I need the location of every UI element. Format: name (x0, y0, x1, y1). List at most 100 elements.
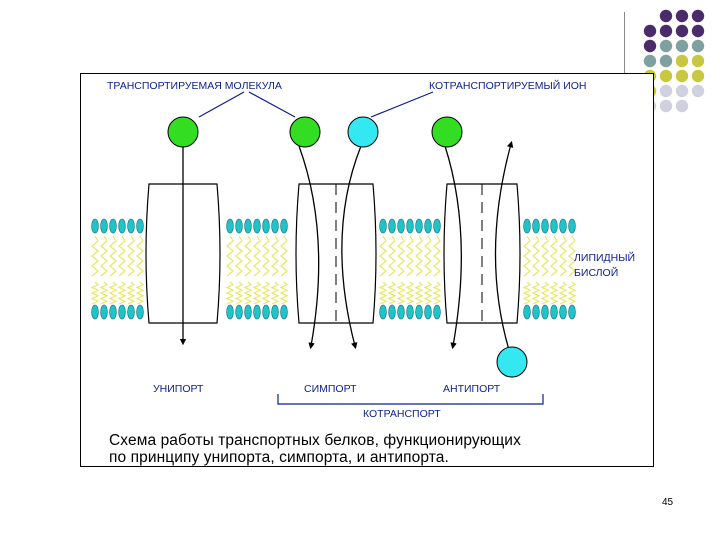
lipid-tail (226, 235, 234, 277)
lipid-head (262, 218, 270, 234)
decorative-dot (659, 9, 673, 23)
lipid-tail (109, 235, 117, 277)
lipid-head (388, 304, 396, 320)
page-number: 45 (662, 497, 674, 508)
lipid-head (559, 218, 567, 234)
lipid-head (91, 218, 99, 234)
decorative-dot (675, 99, 689, 113)
decorative-dot (675, 9, 689, 23)
lipid-tail (235, 235, 243, 277)
lipid-tail (406, 235, 414, 277)
label-cotransported-ion: КОТРАНСПОРТИРУЕМЫЙ ИОН (429, 79, 587, 92)
lipid-tail (523, 235, 531, 277)
lipid-head (433, 218, 441, 234)
pointer-line (248, 91, 296, 118)
decorative-dot (643, 39, 657, 53)
lipid-head (235, 218, 243, 234)
diagram-caption: Схема работы транспортных белков, функци… (109, 432, 649, 466)
lipid-tail (531, 281, 541, 305)
lipid-tail (414, 281, 424, 305)
lipid-head (532, 304, 540, 320)
lipid-tail (108, 281, 118, 305)
lipid-head (388, 218, 396, 234)
decorative-dot (675, 39, 689, 53)
lipid-tail (270, 281, 280, 305)
decorative-dot (691, 24, 705, 38)
decorative-dot (675, 24, 689, 38)
lipid-tail (100, 235, 108, 277)
label-lipid-2: БИСЛОЙ (574, 266, 618, 279)
lipid-head (424, 218, 432, 234)
decorative-dot (659, 69, 673, 83)
lipid-head (379, 304, 387, 320)
lipid-tail (378, 281, 388, 305)
decorative-dot (659, 54, 673, 68)
lipid-tail (405, 281, 415, 305)
lipid-tail (388, 235, 396, 277)
lipid-tail (279, 281, 289, 305)
decorative-dot (691, 39, 705, 53)
lipid-tail (90, 281, 100, 305)
lipid-tail (136, 235, 144, 277)
lipid-tail (261, 281, 271, 305)
symport-molecule (289, 116, 321, 148)
lipid-tail (118, 235, 126, 277)
lipid-head (568, 304, 576, 320)
lipid-tail (522, 281, 532, 305)
lipid-tail (567, 281, 577, 305)
lipid-head (550, 218, 558, 234)
decorative-dot (659, 84, 673, 98)
lipid-tail (262, 235, 270, 277)
lipid-tail (99, 281, 109, 305)
pointer-line (370, 91, 434, 118)
lipid-head (109, 304, 117, 320)
label-symport: СИМПОРТ (304, 383, 357, 395)
lipid-tail (244, 235, 252, 277)
lipid-tail (532, 235, 540, 277)
lipid-head (127, 218, 135, 234)
lipid-head (406, 304, 414, 320)
lipid-head (226, 304, 234, 320)
lipid-head (118, 304, 126, 320)
decorative-dot (659, 24, 673, 38)
label-lipid-1: ЛИПИДНЫЙ (574, 251, 635, 264)
lipid-tail (540, 281, 550, 305)
symport-ion (347, 116, 379, 148)
lipid-head (379, 218, 387, 234)
lipid-head (523, 304, 531, 320)
symport-protein (295, 183, 377, 324)
label-cotransport: КОТРАНСПОРТ (363, 408, 441, 420)
lipid-head (136, 218, 144, 234)
symport-molecule-arrow (298, 145, 320, 350)
lipid-tail (271, 235, 279, 277)
caption-line-2: по принципу унипорта, симпорта, и антипо… (109, 449, 449, 466)
lipid-head (550, 304, 558, 320)
lipid-head (271, 218, 279, 234)
lipid-tail (252, 281, 262, 305)
decorative-dot (691, 84, 705, 98)
diagram-canvas: ТРАНСПОРТИРУЕМАЯ МОЛЕКУЛА КОТРАНСПОРТИРУ… (90, 79, 635, 420)
lipid-head (559, 304, 567, 320)
label-transported-molecule: ТРАНСПОРТИРУЕМАЯ МОЛЕКУЛА (107, 80, 282, 92)
antiport-ion (496, 346, 528, 378)
lipid-head (280, 218, 288, 234)
lipid-head (523, 218, 531, 234)
lipid-tail (135, 281, 145, 305)
lipid-tail (397, 235, 405, 277)
caption-line-1: Схема работы транспортных белков, функци… (109, 432, 521, 449)
lipid-tail (396, 281, 406, 305)
lipid-head (280, 304, 288, 320)
lipid-head (424, 304, 432, 320)
lipid-tail (91, 235, 99, 277)
uniport-molecule (167, 116, 199, 148)
decorative-dot (643, 54, 657, 68)
lipid-head (532, 218, 540, 234)
lipid-tail (423, 281, 433, 305)
lipid-tail (280, 235, 288, 277)
lipid-tail (234, 281, 244, 305)
lipid-head (262, 304, 270, 320)
lipid-tail (558, 281, 568, 305)
decorative-dot (691, 69, 705, 83)
lipid-tail (568, 235, 576, 277)
lipid-head (541, 304, 549, 320)
